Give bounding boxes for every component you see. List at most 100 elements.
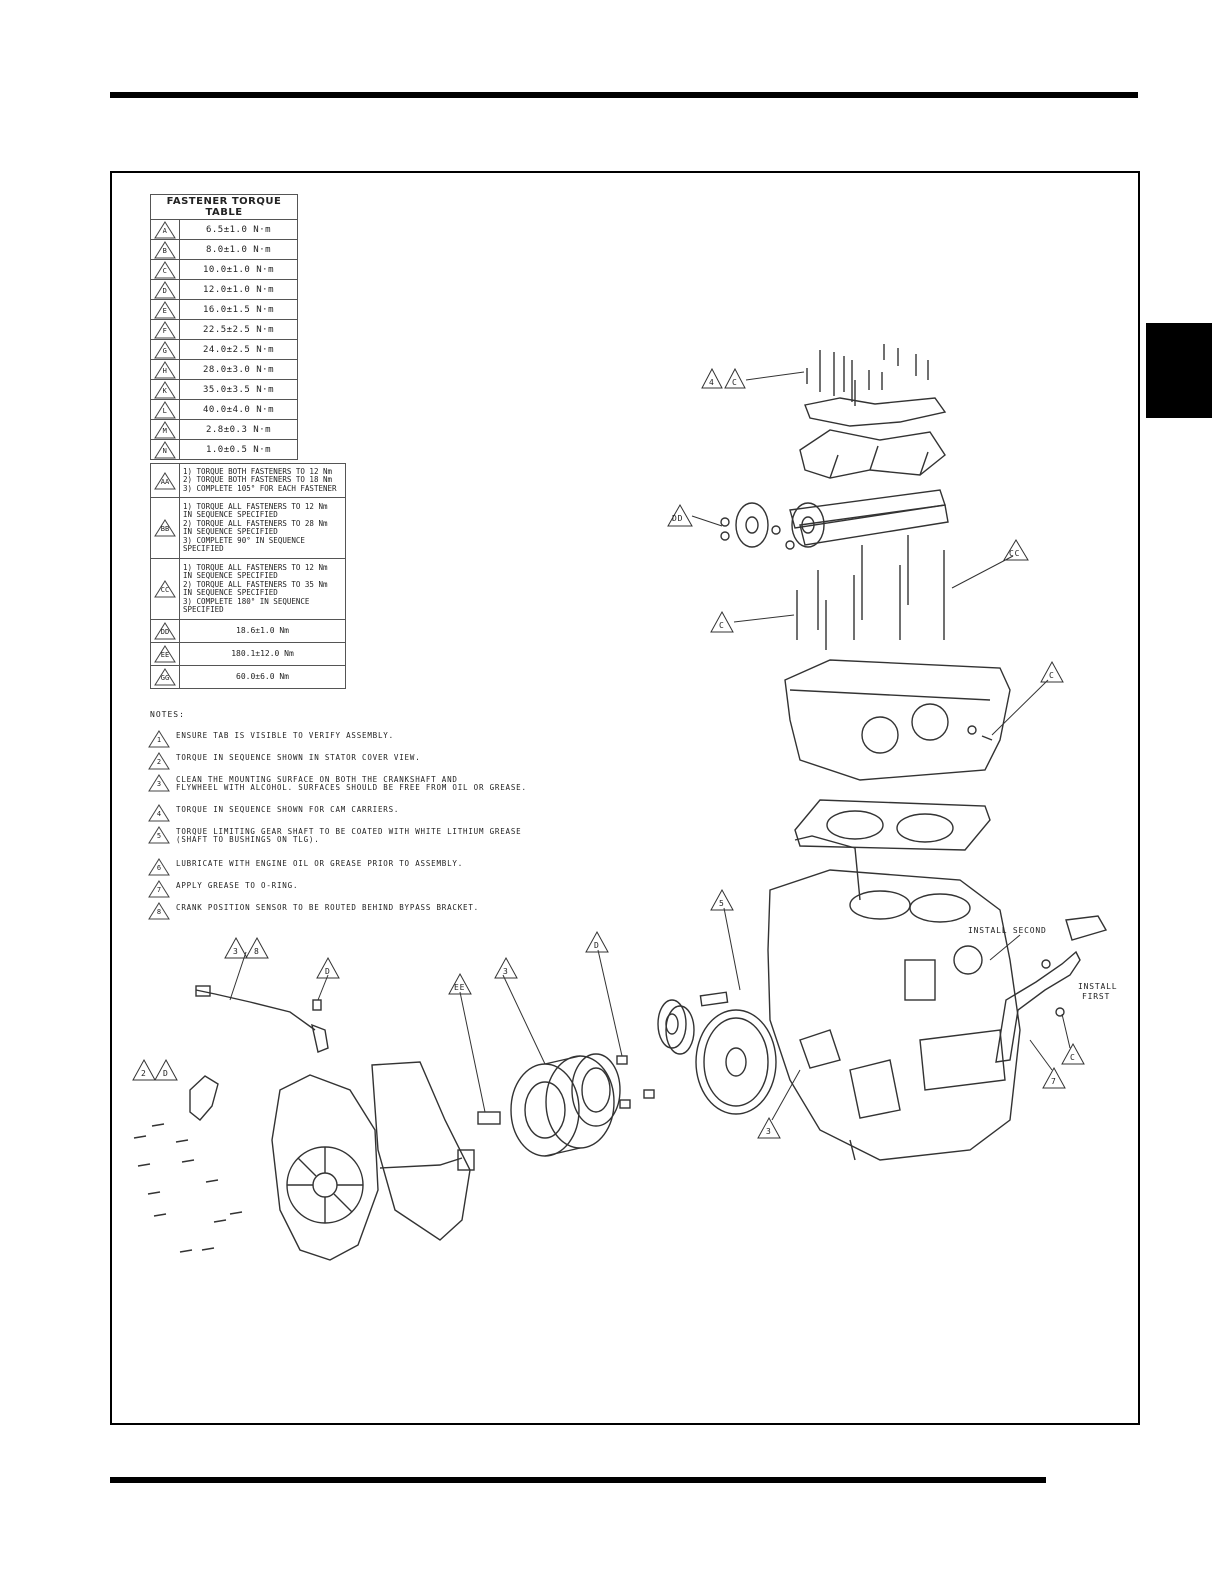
torque-key-triangle: M — [154, 420, 176, 439]
crank-position-sensor — [195, 985, 329, 1053]
torque-key-triangle: E — [154, 300, 176, 319]
callout-flywheel-bolt: EE — [454, 983, 466, 992]
callout-tlg-shaft: 5 — [719, 899, 725, 908]
torque-key-triangle-label: F — [162, 326, 168, 335]
callout-triangles — [132, 367, 1085, 1139]
callout-head-bolts-cc: CC — [1009, 549, 1021, 558]
torque-key-triangle-label: D — [162, 286, 168, 295]
note-number-triangle-label: 4 — [156, 809, 162, 818]
sequence-step: IN SEQUENCE SPECIFIED — [183, 510, 278, 519]
engine-block — [767, 835, 1021, 1161]
notes-title: NOTES: — [150, 710, 185, 719]
sequence-key-triangle-label: DD — [160, 628, 170, 636]
torque-key-triangle-label: E — [162, 306, 168, 315]
callout-hose-bolt: C — [1070, 1053, 1076, 1062]
note-number-triangle-label: 7 — [156, 885, 162, 894]
note-item: 6 LUBRICATE WITH ENGINE OIL OR GREASE PRI… — [148, 856, 462, 875]
stator-cover — [271, 1061, 475, 1261]
note-item: 3 CLEAN THE MOUNTING SURFACE ON BOTH THE … — [148, 772, 526, 792]
camshafts — [720, 489, 949, 550]
sequence-key-triangle-label: BB — [160, 525, 170, 533]
cam-carriers — [799, 397, 947, 479]
install-first-label-1: INSTALL — [1078, 982, 1118, 991]
diagram-frame — [110, 171, 1140, 1425]
torque-key-triangle-label: K — [162, 386, 168, 395]
note-text: CLEAN THE MOUNTING SURFACE ON BOTH THE C… — [176, 775, 527, 792]
sequence-key-triangle: BB — [154, 519, 176, 537]
footer-rule — [110, 1477, 1046, 1483]
sequence-key-triangle: EE — [154, 645, 176, 663]
torque-key-triangle: D — [154, 280, 176, 299]
cylinder-head — [784, 659, 1011, 781]
note-item: 5 TORQUE LIMITING GEAR SHAFT TO BE COATED… — [148, 824, 521, 844]
torque-key-triangle: F — [154, 320, 176, 339]
torque-key-triangle: L — [154, 400, 176, 419]
note-text: TORQUE IN SEQUENCE SHOWN IN STATOR COVER… — [176, 753, 421, 762]
chapter-tab — [1146, 323, 1212, 418]
torque-key-triangle: N — [154, 440, 176, 459]
callout-sensor-b: 8 — [254, 947, 260, 956]
note-text: ENSURE TAB IS VISIBLE TO VERIFY ASSEMBLY… — [176, 731, 394, 740]
callout-gear-bolt: D — [594, 941, 600, 950]
leader-lines — [229, 371, 1071, 1121]
note-text: TORQUE LIMITING GEAR SHAFT TO BE COATED … — [176, 827, 522, 844]
sequence-key-triangle: DD — [154, 622, 176, 640]
sequence-step: IN SEQUENCE SPECIFIED — [183, 588, 278, 597]
install-second-label: INSTALL SECOND — [968, 926, 1047, 935]
torque-key-triangle: A — [154, 220, 176, 239]
note-number-triangle: 5 — [148, 825, 170, 844]
sequence-key-triangle: GG — [154, 668, 176, 686]
sequence-row: DD 18.6±1.0 Nm — [150, 619, 346, 643]
flywheel — [477, 1053, 655, 1157]
note-text: LUBRICATE WITH ENGINE OIL OR GREASE PRIO… — [176, 859, 464, 868]
torque-key-triangle-label: A — [162, 226, 168, 235]
torque-key-triangle: C — [154, 260, 176, 279]
sequence-key-triangle-label: GG — [160, 674, 170, 682]
note-number-triangle: 7 — [148, 879, 170, 898]
torque-key-triangle-label: G — [162, 346, 168, 355]
sequence-step: 60.0±6.0 Nm — [236, 671, 289, 681]
callout-hose-fit: 7 — [1051, 1077, 1057, 1086]
sequence-key-triangle-label: AA — [160, 477, 170, 486]
torque-key-triangle-label: C — [162, 266, 168, 275]
sequence-key-triangle-label: EE — [160, 651, 170, 659]
callout-sensor-a: 3 — [233, 947, 239, 956]
note-number-triangle-label: 5 — [156, 831, 162, 840]
sequence-step: 1) TORQUE BOTH FASTENERS TO 12 Nm — [183, 466, 333, 476]
note-text: APPLY GREASE TO O-RING. — [176, 881, 299, 890]
callout-cam-bolts-b: C — [732, 378, 738, 387]
note-number-triangle-label: 3 — [156, 779, 162, 788]
callout-flywheel: 3 — [503, 967, 509, 976]
sequence-step: IN SEQUENCE SPECIFIED — [183, 571, 278, 580]
torque-key-triangle: H — [154, 360, 176, 379]
note-number-triangle-label: 6 — [156, 863, 162, 872]
sequence-step: 3) COMPLETE 105° FOR EACH FASTENER — [183, 483, 337, 493]
sequence-step: 18.6±1.0 Nm — [236, 625, 289, 635]
sequence-step: SPECIFIED — [183, 544, 224, 553]
callout-cam-sprocket: DD — [672, 514, 684, 523]
callout-cam-bolts-a: 4 — [709, 378, 715, 387]
callout-side-bolt: C — [1049, 671, 1055, 680]
sequence-step: 2) TORQUE BOTH FASTENERS TO 18 Nm — [183, 475, 333, 485]
tlg-shaft — [699, 991, 729, 1007]
torque-key-triangle: G — [154, 340, 176, 359]
sequence-step: 3) COMPLETE 90° IN SEQUENCE — [183, 535, 305, 545]
torque-key-triangle-label: N — [162, 446, 168, 455]
cover-bolts — [133, 1075, 243, 1253]
sequence-step: SPECIFIED — [183, 605, 224, 614]
note-text: TORQUE IN SEQUENCE SHOWN FOR CAM CARRIER… — [176, 805, 400, 814]
callout-sensor-bolt: D — [325, 967, 331, 976]
